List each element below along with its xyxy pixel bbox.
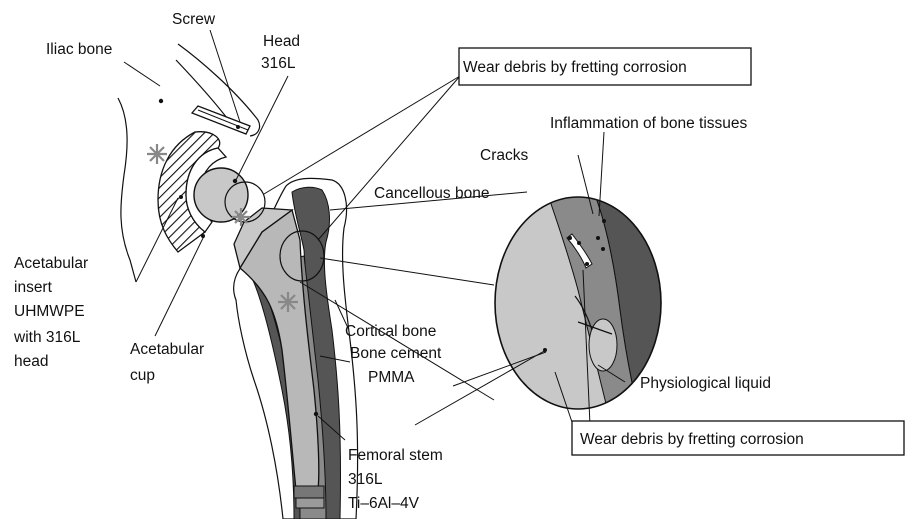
label-acetabular-insert-4: with 316L xyxy=(13,329,81,346)
label-inflammation: Inflammation of bone tissues xyxy=(550,115,748,132)
label-screw: Screw xyxy=(172,11,216,28)
label-acetabular-cup-2: cup xyxy=(130,367,155,384)
label-head-line1: Head xyxy=(263,33,300,50)
label-wear-debris-bottom: Wear debris by fretting corrosion xyxy=(580,431,804,448)
iliac-bone-outline xyxy=(118,98,136,282)
label-iliac-bone: Iliac bone xyxy=(46,41,112,58)
label-femoral-stem-3: Ti–6Al–4V xyxy=(348,495,420,512)
label-femoral-stem-2: 316L xyxy=(348,471,383,488)
label-cortical-bone: Cortical bone xyxy=(345,323,436,340)
label-physiological-liquid: Physiological liquid xyxy=(640,375,771,392)
stem-tip-band2 xyxy=(296,498,324,508)
label-acetabular-insert-1: Acetabular xyxy=(14,255,88,272)
label-acetabular-cup-1: Acetabular xyxy=(130,341,204,358)
label-cracks: Cracks xyxy=(480,147,528,164)
label-femoral-stem-1: Femoral stem xyxy=(348,447,443,464)
stem-tip-band xyxy=(294,486,324,498)
label-cancellous-bone: Cancellous bone xyxy=(374,185,489,202)
label-bone-cement-1: Bone cement xyxy=(350,345,442,362)
label-acetabular-insert-2: insert xyxy=(14,279,53,296)
iliac-bone-dot xyxy=(159,99,163,103)
label-acetabular-insert-3: UHMWPE xyxy=(14,303,85,320)
label-wear-debris-top: Wear debris by fretting corrosion xyxy=(463,59,687,76)
label-bone-cement-2: PMMA xyxy=(368,369,415,386)
label-head-line2: 316L xyxy=(261,55,296,72)
label-acetabular-insert-5: head xyxy=(14,353,48,370)
